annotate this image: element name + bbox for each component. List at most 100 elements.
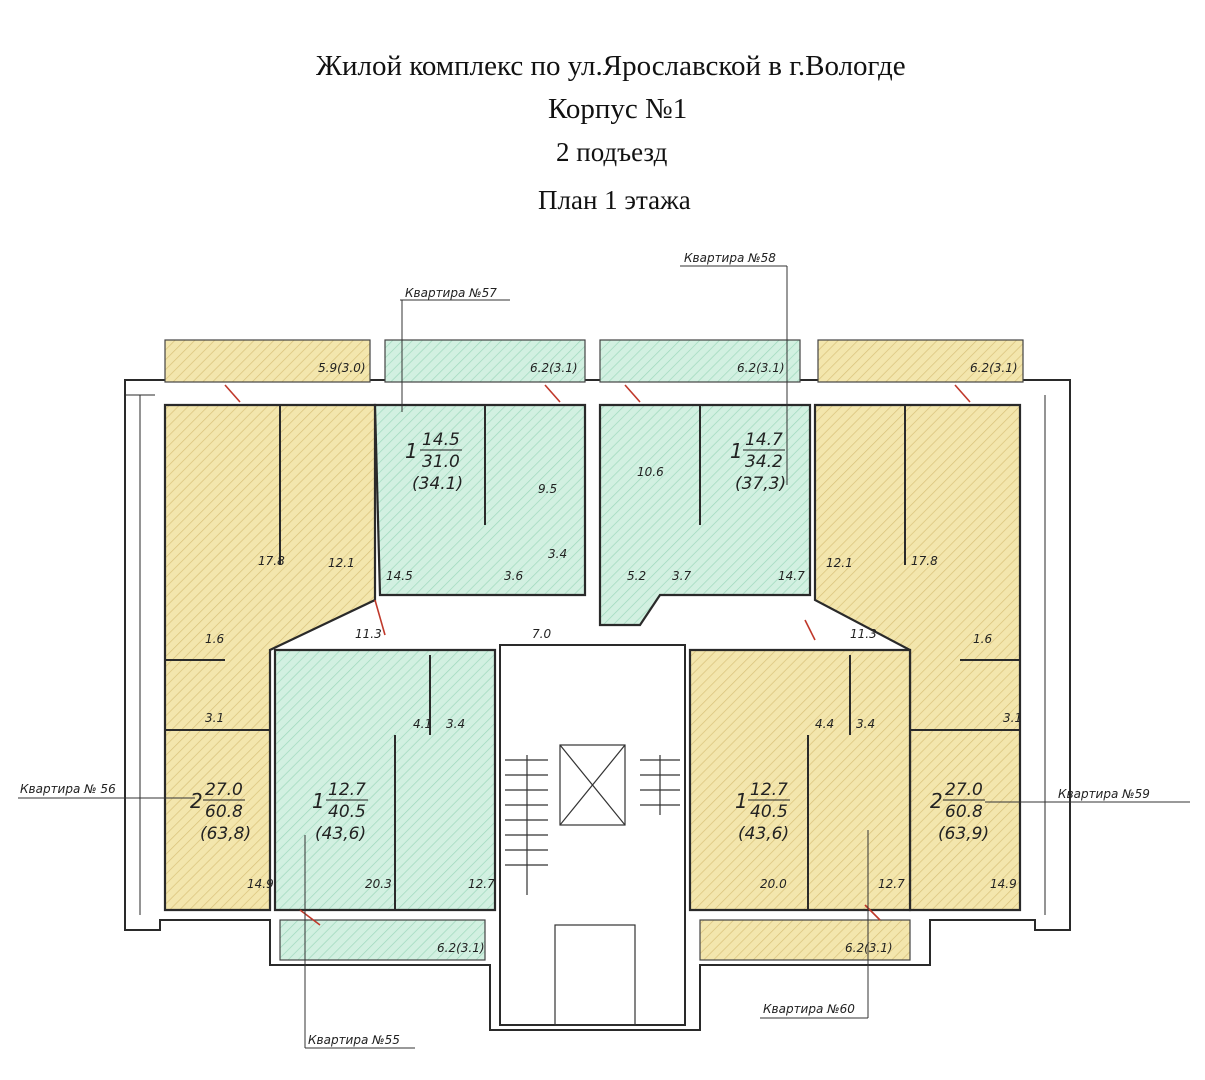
svg-text:11.3: 11.3 [850, 627, 877, 641]
svg-text:(63,9): (63,9) [938, 824, 989, 844]
callout-60-text: Квартира №60 [763, 1002, 855, 1016]
svg-text:20.3: 20.3 [365, 877, 392, 891]
svg-text:12.1: 12.1 [826, 556, 853, 570]
callout-56-text: Квартира № 56 [20, 782, 116, 796]
svg-text:34.2: 34.2 [745, 452, 783, 472]
stair-flight-left [505, 755, 548, 895]
svg-text:14.7: 14.7 [745, 430, 783, 450]
door-marks [224, 384, 971, 926]
title-floor-plan: План 1 этажа [538, 185, 691, 215]
svg-text:40.5: 40.5 [328, 802, 366, 822]
svg-text:14.5: 14.5 [386, 569, 413, 583]
svg-text:27.0: 27.0 [945, 780, 983, 800]
svg-text:17.8: 17.8 [258, 554, 285, 568]
svg-text:27.0: 27.0 [205, 780, 243, 800]
balcony-5 [279, 919, 486, 961]
apt-55-label: 1 12.7 40.5 (43,6) [312, 780, 368, 844]
title-block: Жилой комплекс по ул.Ярославской в г.Вол… [0, 0, 1205, 230]
balcony-area-1: 5.9(3.0) [318, 361, 366, 375]
apt-58-label: 1 14.7 34.2 (37,3) [730, 430, 786, 494]
balcony-3 [599, 339, 801, 383]
callout-55-text: Квартира №55 [308, 1033, 400, 1047]
callout-60 [760, 830, 869, 1019]
balcony-area-6: 6.2(3.1) [845, 941, 893, 955]
apartment-55-area [273, 648, 497, 912]
callout-58-text: Квартира №58 [684, 251, 776, 265]
svg-text:10.6: 10.6 [637, 465, 664, 479]
balcony-4 [817, 339, 1024, 383]
svg-text:(34.1): (34.1) [412, 474, 463, 494]
apt-56-label: 2 27.0 60.8 (63,8) [190, 780, 251, 844]
svg-text:12.7: 12.7 [328, 780, 366, 800]
svg-text:1: 1 [730, 439, 743, 463]
apt-60-label: 1 12.7 40.5 (43,6) [735, 780, 790, 844]
callout-59-text: Квартира №59 [1058, 787, 1150, 801]
building-outline [124, 379, 1071, 1031]
svg-text:3.6: 3.6 [504, 569, 523, 583]
svg-text:5.2: 5.2 [627, 569, 646, 583]
svg-text:12.1: 12.1 [328, 556, 355, 570]
stair-flight-right [640, 755, 680, 815]
balcony-area-2: 6.2(3.1) [530, 361, 578, 375]
svg-text:14.5: 14.5 [422, 430, 460, 450]
balcony-area-5: 6.2(3.1) [437, 941, 485, 955]
svg-text:14.9: 14.9 [990, 877, 1017, 891]
balcony-2 [384, 339, 586, 383]
title-entrance: 2 подъезд [556, 137, 668, 167]
callout-57 [400, 299, 510, 412]
svg-text:20.0: 20.0 [760, 877, 787, 891]
svg-text:14.9: 14.9 [247, 877, 274, 891]
balcony-area-4: 6.2(3.1) [970, 361, 1018, 375]
svg-text:(43,6): (43,6) [315, 824, 366, 844]
elevator-shaft [559, 744, 626, 826]
svg-text:12.7: 12.7 [878, 877, 905, 891]
svg-text:17.8: 17.8 [911, 554, 938, 568]
balcony-1 [164, 339, 371, 383]
svg-text:3.7: 3.7 [672, 569, 691, 583]
svg-text:4.1: 4.1 [413, 717, 432, 731]
apartment-57-area [373, 403, 587, 597]
svg-text:(43,6): (43,6) [738, 824, 789, 844]
svg-text:4.4: 4.4 [815, 717, 834, 731]
title-building: Корпус №1 [548, 93, 688, 125]
svg-text:3.1: 3.1 [1003, 711, 1022, 725]
svg-text:12.7: 12.7 [468, 877, 495, 891]
svg-text:3.4: 3.4 [548, 547, 567, 561]
svg-text:31.0: 31.0 [422, 452, 460, 472]
svg-text:(37,3): (37,3) [735, 474, 786, 494]
svg-text:1: 1 [405, 439, 418, 463]
apt-57-label: 1 14.5 31.0 (34.1) [405, 430, 463, 494]
callout-57-text: Квартира №57 [405, 286, 497, 300]
svg-text:3.4: 3.4 [446, 717, 465, 731]
room-area-labels: 17.8 12.1 1.6 11.3 3.1 14.9 14.5 9.5 3.4… [205, 465, 1022, 891]
svg-text:60.8: 60.8 [205, 802, 243, 822]
svg-text:2: 2 [190, 789, 203, 813]
svg-text:11.3: 11.3 [355, 627, 382, 641]
svg-text:1.6: 1.6 [205, 632, 224, 646]
svg-text:2: 2 [930, 789, 943, 813]
callout-58 [680, 265, 788, 485]
apt-59-label: 2 27.0 60.8 (63,9) [930, 780, 989, 844]
svg-text:60.8: 60.8 [945, 802, 983, 822]
title-complex: Жилой комплекс по ул.Ярославской в г.Вол… [316, 50, 906, 82]
apartment-58-area [598, 403, 812, 627]
svg-text:1: 1 [312, 789, 325, 813]
balcony-area-labels: 5.9(3.0) 6.2(3.1) 6.2(3.1) 6.2(3.1) 6.2(… [318, 361, 1018, 955]
svg-text:9.5: 9.5 [538, 482, 557, 496]
svg-text:3.1: 3.1 [205, 711, 224, 725]
svg-text:(63,8): (63,8) [200, 824, 251, 844]
balcony-6 [699, 919, 911, 961]
svg-text:1: 1 [735, 789, 748, 813]
balcony-area-3: 6.2(3.1) [737, 361, 785, 375]
svg-text:7.0: 7.0 [532, 627, 551, 641]
svg-text:1.6: 1.6 [973, 632, 992, 646]
balconies [164, 339, 1024, 961]
stair-core [499, 644, 686, 1026]
svg-text:40.5: 40.5 [750, 802, 788, 822]
callout-55 [304, 835, 415, 1049]
apartment-60-area [688, 648, 912, 912]
svg-text:14.7: 14.7 [778, 569, 805, 583]
svg-text:12.7: 12.7 [750, 780, 788, 800]
svg-text:3.4: 3.4 [856, 717, 875, 731]
